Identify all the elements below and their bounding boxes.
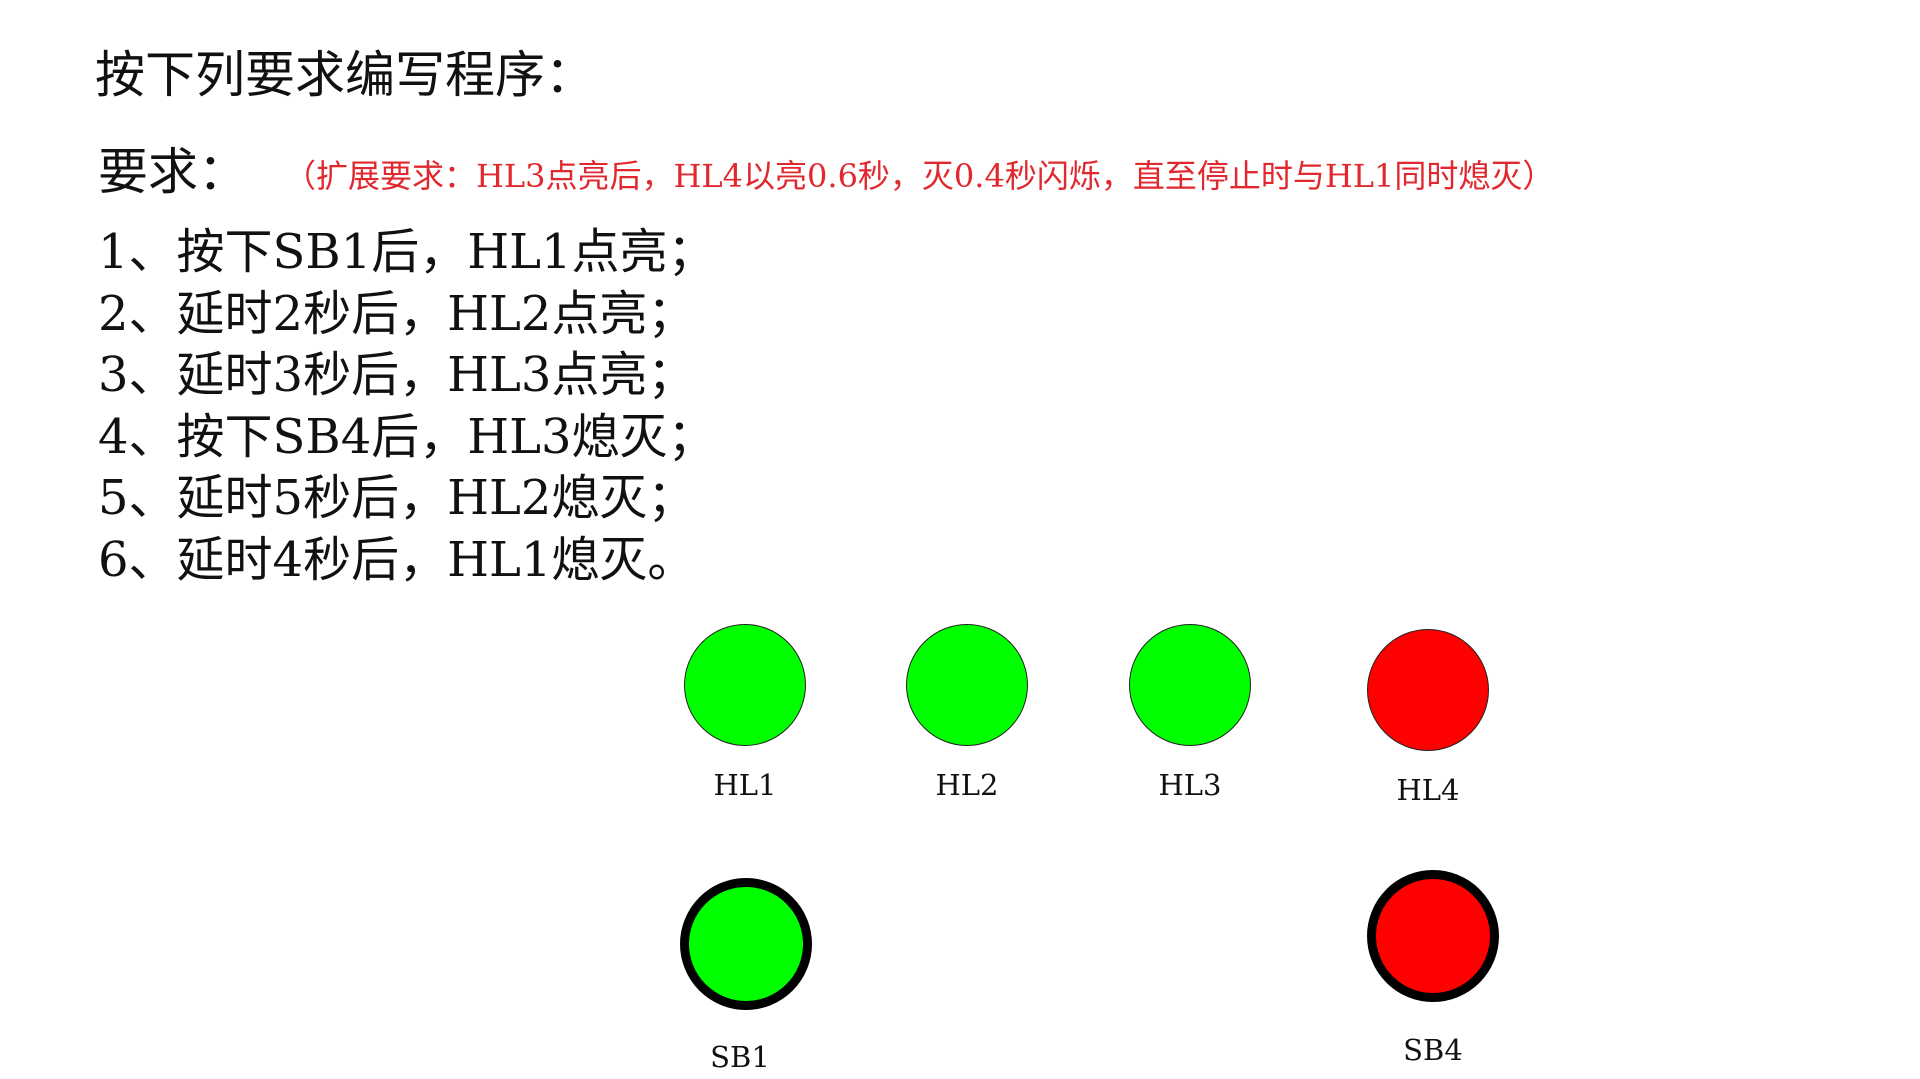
indicator-label-hl2: HL2 xyxy=(935,768,999,802)
start-button-sb1[interactable] xyxy=(680,878,812,1010)
stop-button-sb4[interactable] xyxy=(1367,870,1499,1002)
requirement-label: 要求： xyxy=(98,143,248,201)
extended-requirement-text: （扩展要求：HL3点亮后，HL4以亮0.6秒，灭0.4秒闪烁，直至停止时与HL1… xyxy=(284,157,1555,195)
step-item: 1、按下SB1后，HL1点亮； xyxy=(98,224,716,280)
button-label-sb4: SB4 xyxy=(1403,1033,1463,1067)
step-item: 4、按下SB4后，HL3熄灭； xyxy=(98,408,716,465)
indicator-label-hl3: HL3 xyxy=(1158,768,1222,802)
step-item: 5、延时5秒后，HL2熄灭； xyxy=(98,470,696,526)
step-item: 3、延时3秒后，HL3点亮； xyxy=(98,347,696,403)
requirement-steps: 1、按下SB1后，HL1点亮； 2、延时2秒后，HL2点亮； 3、延时3秒后，H… xyxy=(98,222,716,591)
indicator-lamp-hl3 xyxy=(1129,624,1251,746)
requirement-row: 要求： （扩展要求：HL3点亮后，HL4以亮0.6秒，灭0.4秒闪烁，直至停止时与… xyxy=(98,143,1554,201)
page-title: 按下列要求编写程序： xyxy=(95,46,595,104)
button-label-sb1: SB1 xyxy=(710,1040,770,1074)
step-item: 2、延时2秒后，HL2点亮； xyxy=(98,285,696,342)
indicator-lamp-hl4 xyxy=(1367,629,1489,751)
indicator-lamp-hl1 xyxy=(684,624,806,746)
indicator-label-hl4: HL4 xyxy=(1396,773,1460,807)
indicator-label-hl1: HL1 xyxy=(713,768,777,802)
step-item: 6、延时4秒后，HL1熄灭。 xyxy=(98,531,696,588)
indicator-lamp-hl2 xyxy=(906,624,1028,746)
